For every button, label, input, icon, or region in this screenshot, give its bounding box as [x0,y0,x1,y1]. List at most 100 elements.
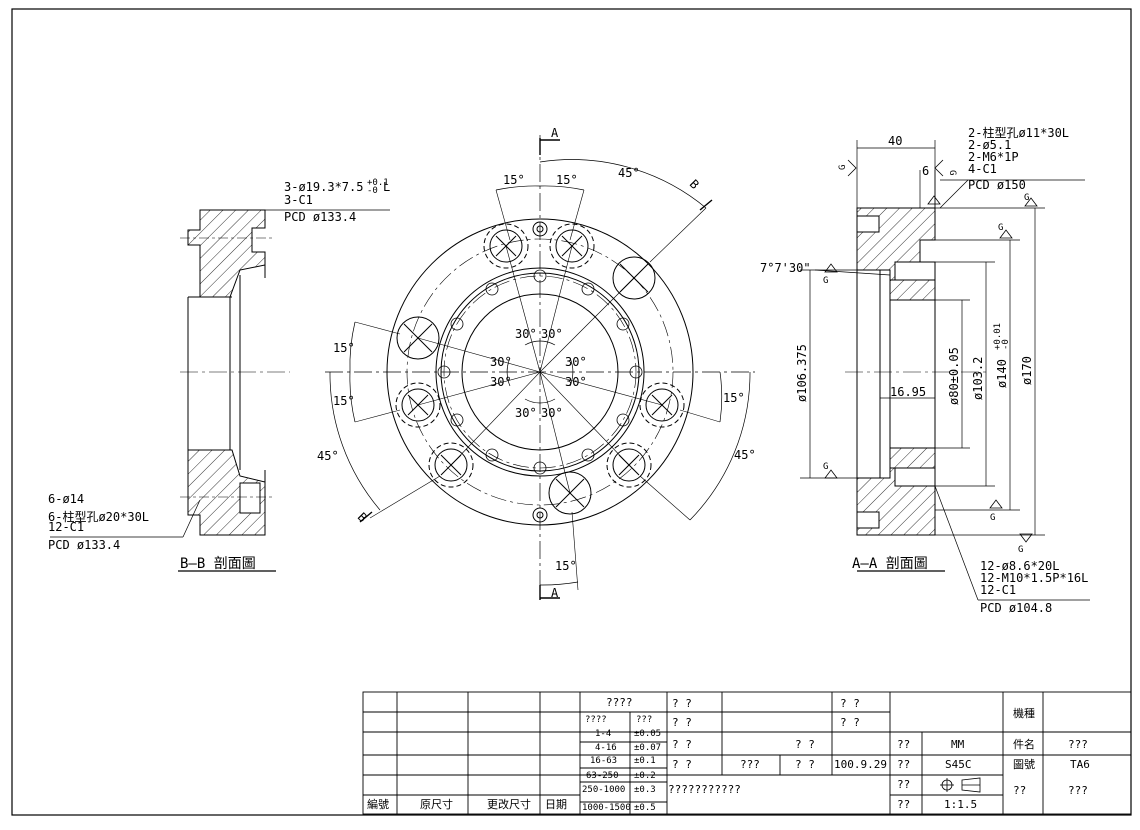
dim-dia-140-tol: +0.01 [993,323,1003,350]
tb-big-q: ??????????? [668,783,741,796]
note-holes-a: 2-ø5.1 [968,138,1011,152]
tb-cell: ? ? [795,738,815,751]
note-thread-a: 2-M6*1P [968,150,1019,164]
dim-6: 6 [922,164,929,178]
tb-scale: 1:1.5 [944,798,977,811]
tb-cell: ? ? [795,758,815,771]
tb-drawing-value: TA6 [1070,758,1090,771]
angle-label: 15° [333,341,355,355]
dim-dia-140-tol2: -0 [1001,339,1011,350]
tol-value: ±0.1 [634,756,656,766]
finish-label: G [1024,193,1029,203]
note-counterbore: 3-ø19.3*7.5 [284,180,363,194]
angle-label: 30° [490,375,512,389]
note-chamfer: 3-C1 [284,193,313,207]
tol-range: 16-63 [590,756,617,766]
front-view [325,135,755,600]
finish-label: G [838,165,848,170]
tb-cell: ? ? [840,697,860,710]
note-pcd-bottom: PCD ø133.4 [48,538,120,552]
tol-range: 4-16 [595,743,617,753]
finish-label: G [1018,545,1023,555]
dim-dia-80: ø80±0.05 [947,347,961,405]
bore-circle-outer [435,267,645,477]
angle-label: 15° [556,173,578,187]
angle-label: 7°7'30" [760,261,811,275]
tol-value: ±0.2 [634,771,656,781]
angle-label: 15° [503,173,525,187]
outer-circle [386,218,694,526]
inner-circle [461,293,619,451]
cut-plane-a [539,138,560,600]
angle-label: 30° [515,327,537,341]
angle-label: 30° [565,375,587,389]
angle-label: 15° [723,391,745,405]
tb-cell: ??? [1068,784,1088,797]
tb-cell: ? ? [672,738,692,751]
small-hole-top [532,221,548,237]
tb-cell: ?? [897,798,910,811]
finish-label: G [823,462,828,472]
projection-symbol-icon [940,777,981,793]
tb-cell: ?? [1013,784,1026,797]
section-b-bottom-part [187,449,266,536]
tapped-holes [437,269,643,475]
finish-label: G [998,223,1003,233]
tol-value: ±0.5 [634,803,656,813]
section-b-top-part [187,209,266,298]
tb-material: S45C [945,758,972,771]
title-block-text: 編號 原尺寸 更改尺寸 日期 ???? ???? ??? 1-4 4-16 16… [367,696,1090,813]
note-chamfer-bottom: 12-C1 [980,583,1016,597]
counterbore-holes [395,223,685,488]
section-b-labels: 3-ø19.3*7.5 +0.1 -0 L 3-C1 PCD ø133.4 6-… [48,178,390,572]
title-block [362,691,1132,815]
dim-1695: 16.95 [890,385,926,399]
dim-dia-170: ø170 [1020,356,1034,385]
radial-lines [354,189,721,591]
finish-label: G [947,170,957,175]
note-counterbore-l: L [383,180,390,194]
note-pcd: PCD ø133.4 [284,210,356,224]
section-a-labels: 40 6 2-柱型孔ø11*30L 2-ø5.1 2-M6*1P 4-C1 PC… [760,125,1088,615]
tolerance-header: ??? [636,715,652,725]
front-view-labels: A A B B 15° 15° 45° 15° 15° 45° 15° 45° … [317,126,756,600]
tb-machine-label: 機種 [1013,706,1035,720]
tol-range: 1000-1500 [582,803,631,813]
tb-cell: ??? [740,758,760,771]
cut-label-a-top: A [551,126,559,140]
note-pcd-bottom: PCD ø104.8 [980,601,1052,615]
section-b-title: B—B 剖面圖 [180,556,256,572]
dim-40: 40 [888,134,902,148]
angle-label: 45° [734,448,756,462]
drawing-border [11,8,1132,816]
section-a-top-lip [889,279,936,301]
angle-label: 45° [317,449,339,463]
tol-range: 250-1000 [582,785,625,795]
note-holes: 6-ø14 [48,492,84,506]
bore-circle-inner [440,272,640,472]
angle-label: 30° [515,406,537,420]
rev-header: 更改尺寸 [487,797,531,811]
tol-range: 1-4 [595,729,611,739]
section-a-view [800,140,1090,601]
note-counterbore-tol: +0.1 [367,178,389,188]
angle-label: 30° [565,355,587,369]
note-holes-bottom: 12-ø8.6*20L [980,559,1059,573]
angle-label: 15° [555,559,577,573]
small-hole-bottom [532,507,548,523]
angle-label: 15° [333,394,355,408]
angle-label: 30° [490,355,512,369]
tb-cell: ? ? [672,758,692,771]
tb-unit: MM [951,738,965,751]
finish-label: G [990,513,995,523]
angle-label: 45° [618,166,640,180]
tol-value: ±0.3 [634,785,656,795]
rev-header: 日期 [545,798,567,811]
rev-header: 編號 [367,797,389,811]
cut-label-b-bottom: B [355,510,370,525]
tb-cell: ? ? [672,716,692,729]
tol-value: ±0.05 [634,729,661,739]
cut-label-a-bottom: A [551,586,559,600]
